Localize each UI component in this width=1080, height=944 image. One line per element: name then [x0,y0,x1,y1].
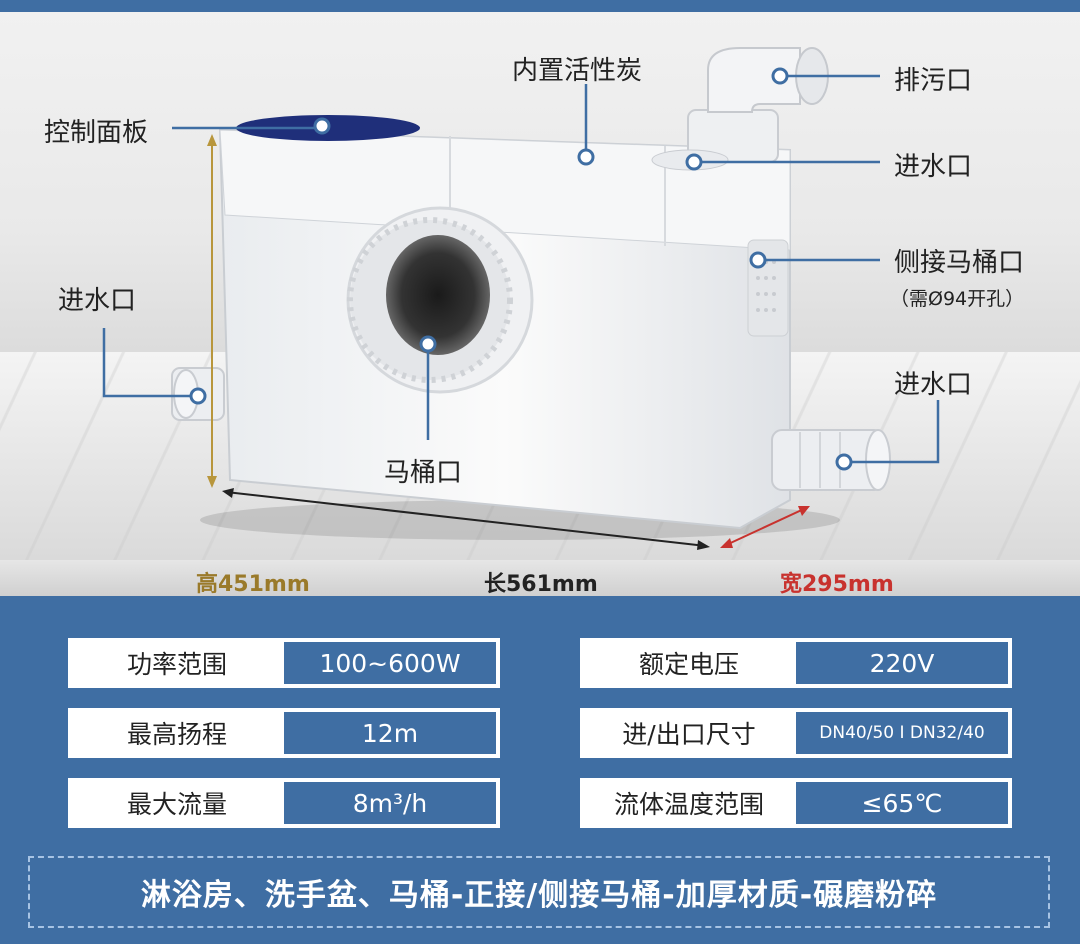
spec-row: 额定电压 220V [580,638,1012,688]
length-dimension-line [225,491,707,547]
dot-activated-carbon [577,148,595,166]
callout-side-toilet-note: （需Ø94开孔） [890,288,1025,310]
callout-inlet-left: 进水口 [58,286,137,316]
spec-label: 最大流量 [70,780,284,826]
dot-inlet-right [835,453,853,471]
spec-value: ≤65℃ [796,782,1008,824]
footer-banner: 淋浴房、洗手盆、马桶-正接/侧接马桶-加厚材质-碾磨粉碎 [28,856,1050,928]
dot-control-panel [313,117,331,135]
width-dimension-line [723,507,807,547]
spec-label: 最高扬程 [70,710,284,756]
callout-toilet-port: 马桶口 [384,458,463,488]
spec-value: DN40/50 I DN32/40 [796,712,1008,754]
callout-inlet-top: 进水口 [894,152,973,182]
spec-row: 进/出口尺寸 DN40/50 I DN32/40 [580,708,1012,758]
product-illustration [171,47,891,550]
dimensions-strip [0,560,1080,596]
dot-side-toilet [749,251,767,269]
spec-row: 最大流量 8m³/h [68,778,500,828]
spec-label: 额定电压 [582,640,796,686]
dot-toilet-port [419,335,437,353]
footer-text: 淋浴房、洗手盆、马桶-正接/侧接马桶-加厚材质-碾磨粉碎 [140,878,938,913]
top-border [0,0,1080,12]
spec-value: 100~600W [284,642,496,684]
spec-row: 流体温度范围 ≤65℃ [580,778,1012,828]
callout-control-panel: 控制面板 [44,118,149,148]
callout-inlet-right: 进水口 [894,370,973,400]
spec-row: 最高扬程 12m [68,708,500,758]
spec-value: 8m³/h [284,782,496,824]
dot-outlet [771,67,789,85]
spec-label: 流体温度范围 [582,780,796,826]
dot-inlet-top [685,153,703,171]
callout-side-toilet: 侧接马桶口 [894,248,1025,278]
dimension-length: 长561mm [484,572,598,597]
dot-inlet-left [189,387,207,405]
callout-outlet: 排污口 [894,66,973,96]
spec-label: 进/出口尺寸 [582,710,796,756]
dimension-width: 宽295mm [780,572,894,597]
dimension-height: 高451mm [196,572,310,597]
callout-activated-carbon: 内置活性炭 [512,56,643,86]
spec-label: 功率范围 [70,640,284,686]
spec-row: 功率范围 100~600W [68,638,500,688]
spec-value: 220V [796,642,1008,684]
pump-lid [219,129,791,251]
spec-value: 12m [284,712,496,754]
